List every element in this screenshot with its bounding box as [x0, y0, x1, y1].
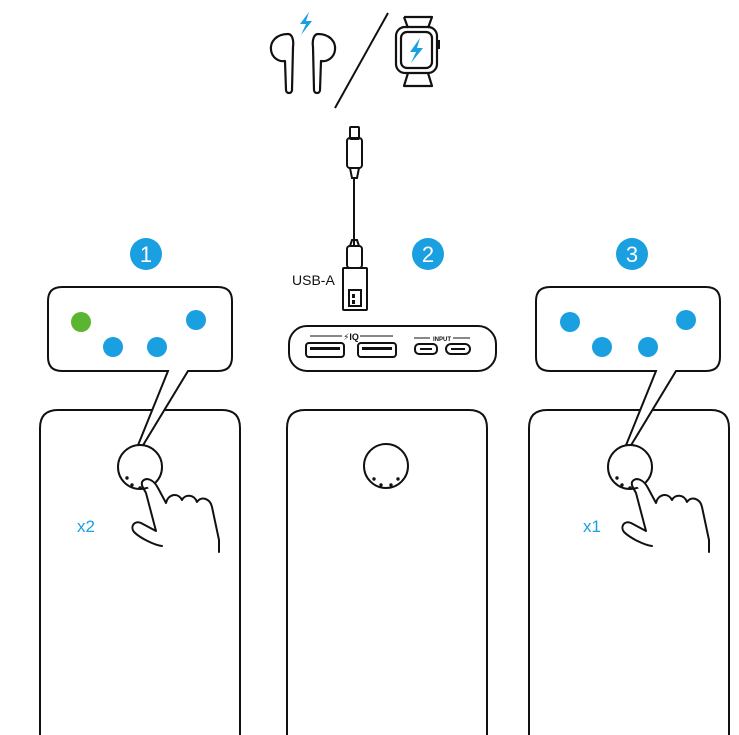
- press-count-label-3: x1: [583, 517, 601, 536]
- step-2-badge: 2: [412, 238, 444, 270]
- power-button[interactable]: [363, 443, 409, 489]
- led-callout-3: [535, 286, 721, 471]
- led-indicator: [592, 337, 612, 357]
- step-3-badge: 3: [616, 238, 648, 270]
- step-1-badge: 1: [130, 238, 162, 270]
- step-3-panel: x1: [528, 286, 730, 735]
- input-label: INPUT: [433, 337, 451, 343]
- hand-press-icon: [621, 478, 710, 553]
- cable-group: [342, 126, 368, 311]
- earbuds-charging-icon: [269, 12, 337, 95]
- devices-group: [269, 12, 440, 109]
- hand-press-icon: [131, 478, 220, 553]
- led-indicator: [147, 337, 167, 357]
- led-callout-1: [47, 286, 233, 471]
- led-indicator: [103, 337, 123, 357]
- poweriq-label: ⚡IQ: [343, 332, 359, 342]
- smartwatch-charging-icon: [394, 15, 440, 88]
- led-indicator: [676, 310, 696, 330]
- slash-divider: [334, 12, 389, 109]
- step-3-number: 3: [626, 242, 638, 267]
- led-indicator: [638, 337, 658, 357]
- step-2-panel: ⚡IQ INPUT: [286, 325, 497, 735]
- powerbank-body-1: [39, 409, 241, 735]
- led-indicator-green: [71, 312, 91, 332]
- led-indicator: [560, 312, 580, 332]
- usb-a-connector: [342, 267, 368, 311]
- powerbank-body-2: [286, 409, 488, 735]
- step-2-number: 2: [422, 242, 434, 267]
- step-1-panel: x2: [39, 286, 241, 735]
- step-1-number: 1: [140, 242, 152, 267]
- powerbank-body-3: [528, 409, 730, 735]
- usb-a-label: USB-A: [292, 272, 335, 288]
- led-indicator: [186, 310, 206, 330]
- press-count-label-1: x2: [77, 517, 95, 536]
